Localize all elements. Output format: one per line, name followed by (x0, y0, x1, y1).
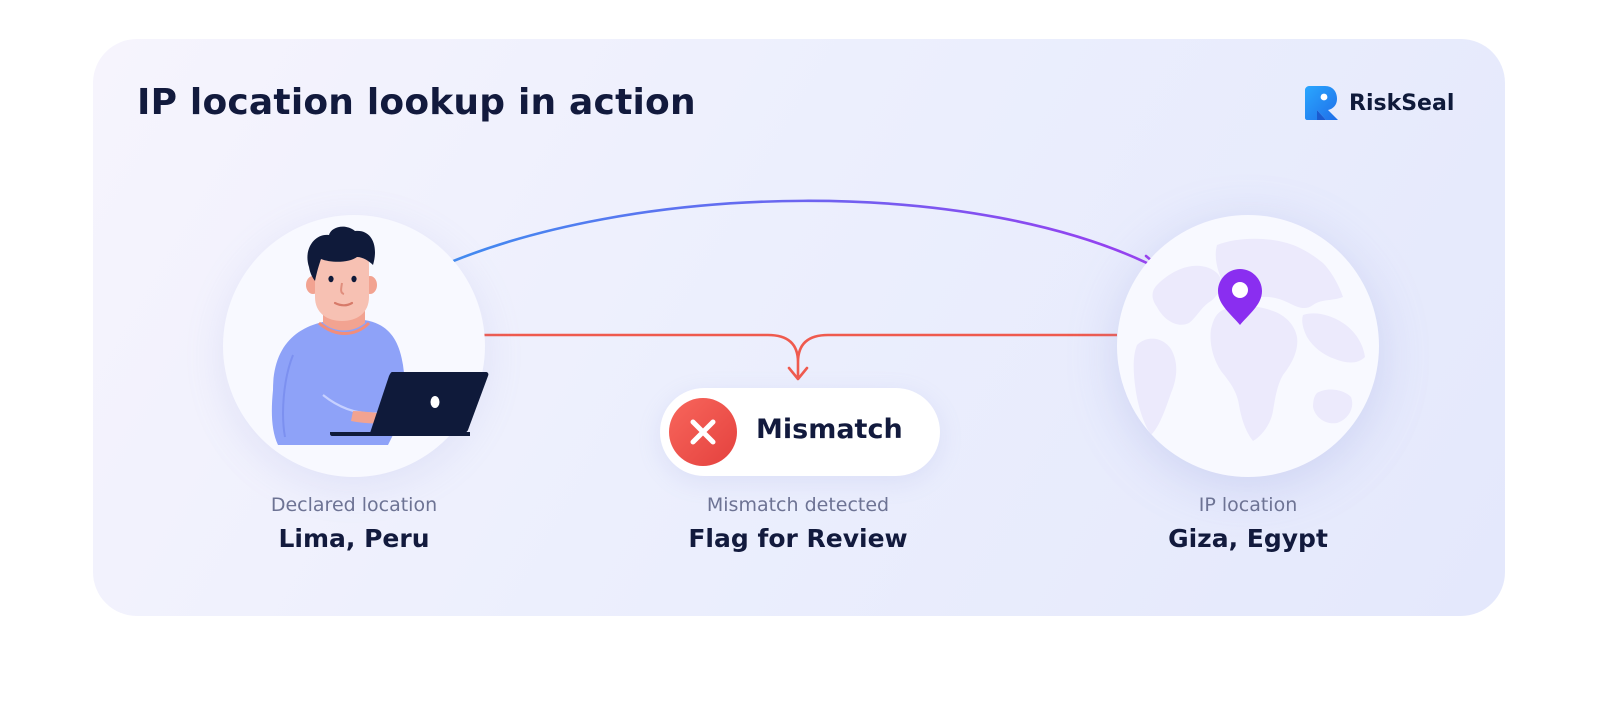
ip-location-caption: IP location Giza, Egypt (1088, 494, 1408, 553)
location-pin-icon (1218, 269, 1262, 325)
ip-lookup-arc (429, 199, 1164, 273)
declared-location-caption: Declared location Lima, Peru (194, 494, 514, 553)
ip-location-label: IP location (1198, 494, 1298, 516)
laptop-icon (330, 372, 489, 436)
page-title: IP location lookup in action (137, 82, 696, 123)
mismatch-label: Mismatch (756, 414, 903, 445)
ip-location-illustration (1117, 215, 1379, 477)
flag-for-review-value: Flag for Review (688, 524, 908, 553)
mismatch-merge-line (483, 333, 1117, 378)
declared-location-label: Declared location (270, 494, 438, 516)
brand-name: RiskSeal (1349, 90, 1455, 116)
mismatch-caption: Mismatch detected Flag for Review (638, 494, 958, 553)
mismatch-badge: Mismatch (660, 388, 940, 476)
mismatch-error-icon (669, 398, 737, 466)
riskseal-logo-icon (1305, 86, 1338, 120)
world-globe-icon (1133, 238, 1365, 441)
person-icon (271, 226, 408, 445)
close-icon (690, 419, 716, 445)
declared-location-value: Lima, Peru (278, 524, 430, 553)
mismatch-arrowhead (787, 366, 809, 381)
brand: RiskSeal (1303, 84, 1454, 122)
mismatch-detected-label: Mismatch detected (706, 494, 890, 516)
ip-location-value: Giza, Egypt (1168, 524, 1328, 553)
